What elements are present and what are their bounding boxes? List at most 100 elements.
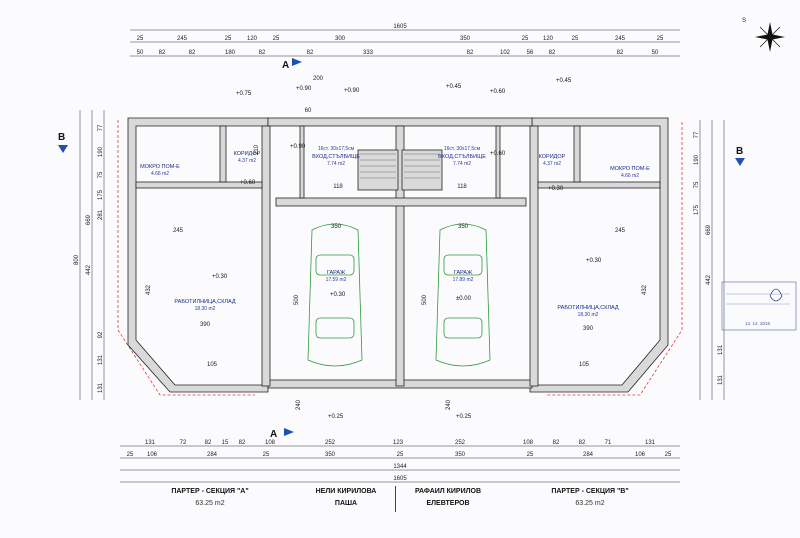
top-total-dim: 1605	[393, 24, 407, 30]
approval-stamp: 13. 12. 2016	[721, 281, 797, 331]
top-dim: 245	[615, 36, 626, 42]
bottom-dim: 108	[523, 440, 534, 446]
bottom-dim: 252	[325, 440, 336, 446]
level-mark: +0.60	[490, 89, 506, 95]
room-workshop-right: РАБОТИЛНИЦА,СКЛАД	[557, 305, 619, 311]
bottom-dim: 106	[635, 452, 646, 458]
interior-dim: 390	[583, 326, 594, 332]
caption-block: ПАРТЕР - СЕКЦИЯ "А" 63.25 m2 НЕЛИ КИРИЛО…	[0, 486, 800, 530]
interior-dim: 200	[313, 76, 324, 82]
right-dim: 175	[694, 204, 700, 215]
car-left-icon	[307, 223, 363, 367]
section-a-top-label: A	[282, 60, 289, 71]
interior-dim: 118	[333, 184, 343, 190]
room-entrance-left-area: 7.74 m2	[327, 161, 345, 167]
section-arrow-icon	[292, 58, 302, 66]
level-mark: +0.45	[446, 84, 462, 90]
top-dim: 50	[652, 50, 659, 56]
room-corridor-left: КОРИДОР	[234, 151, 261, 157]
car-right-icon	[435, 223, 491, 367]
right-dim: 131	[718, 344, 724, 355]
bottom-dim: 72	[180, 440, 187, 446]
top-dim: 333	[363, 50, 374, 56]
top-dim: 300	[335, 36, 346, 42]
top-dim: 50	[137, 50, 144, 56]
level-mark: +0.90	[290, 144, 306, 150]
room-garage-right: ГАРАЖ	[454, 270, 472, 276]
bottom-dim: 25	[527, 452, 534, 458]
bottom-dim: 106	[147, 452, 158, 458]
bottom-dim: 252	[455, 440, 466, 446]
bottom-dim: 82	[579, 440, 586, 446]
interior-dim: 500	[422, 294, 428, 305]
bottom-dim: 350	[455, 452, 466, 458]
left-total-dim: 800	[74, 254, 80, 265]
owner-1-name: НЕЛИ КИРИЛОВА	[315, 488, 377, 495]
right-dimension-chains: 77 190 75 175 669 442 131 131	[694, 120, 725, 400]
left-dim: 442	[86, 264, 92, 275]
right-dim: 77	[694, 131, 700, 138]
interior-dim: 210	[254, 144, 260, 155]
owner-2-name: РАФАИЛ КИРИЛОВ	[414, 488, 482, 495]
left-dim: 131	[98, 354, 104, 365]
interior-dim: 432	[642, 284, 648, 295]
level-mark: +0.30	[548, 186, 564, 192]
bottom-dim: 284	[583, 452, 594, 458]
bottom-dim: 15	[222, 440, 229, 446]
bottom-dim: 284	[207, 452, 218, 458]
section-b-left-label: B	[58, 132, 65, 143]
left-dim: 175	[98, 189, 104, 200]
interior-dim: 500	[294, 294, 300, 305]
owner-1-surname: ПАША	[334, 500, 358, 507]
top-dimension-chains: 1605 25 245 25 120 25 300 350 25 120 25 …	[130, 24, 680, 57]
interior-dim: 105	[207, 362, 218, 368]
left-dimension-chains: 800 669 442 77 190 75 175 281 92 131 131	[74, 110, 105, 400]
level-marks: +0.75 +0.90 +0.90 +0.45 +0.60 +0.45 +0.9…	[212, 78, 602, 420]
top-dim: 82	[467, 50, 474, 56]
top-dim: 25	[522, 36, 529, 42]
interior-dim: 432	[146, 284, 152, 295]
section-b-right-label: B	[736, 146, 743, 157]
bottom-dim: 82	[205, 440, 212, 446]
level-mark: +0.90	[344, 88, 360, 94]
stairs	[360, 153, 440, 179]
owner-2-surname: ЕЛЕВТЕРОВ	[426, 500, 470, 507]
bottom-dim: 350	[325, 452, 336, 458]
bottom-dimension-chains: 131 72 82 15 82 108 252 123 252 108 82 8…	[120, 440, 680, 483]
room-garage-right-area: 17.89 m2	[453, 277, 474, 283]
interior-dim: 118	[457, 184, 467, 190]
bottom-dim: 82	[553, 440, 560, 446]
level-mark: +0.75	[236, 91, 252, 97]
top-dim: 25	[657, 36, 664, 42]
room-garage-left-area: 17.59 m2	[326, 277, 347, 283]
interior-dim: 60	[305, 108, 312, 114]
building-walls	[127, 117, 669, 393]
interior-dim: 240	[446, 399, 452, 410]
top-dim: 25	[137, 36, 144, 42]
top-dim: 120	[543, 36, 554, 42]
top-dim: 180	[225, 50, 236, 56]
level-mark: +0.30	[330, 292, 346, 298]
section-arrow-icon	[58, 145, 68, 153]
top-dim: 82	[307, 50, 314, 56]
section-arrow-icon	[735, 158, 745, 166]
room-garage-left: ГАРАЖ	[327, 270, 345, 276]
top-dim: 25	[572, 36, 579, 42]
room-workshop-right-area: 18.30 m2	[578, 312, 599, 318]
top-dim: 56	[527, 50, 534, 56]
left-dim: 281	[98, 209, 104, 220]
top-dim: 82	[549, 50, 556, 56]
caption-left-title: ПАРТЕР - СЕКЦИЯ "А"	[171, 488, 249, 495]
caption-right-area: 63.25 m2	[575, 500, 605, 507]
top-dim: 25	[225, 36, 232, 42]
caption-left-area: 63.25 m2	[195, 500, 225, 507]
bottom-dim: 71	[605, 440, 612, 446]
bottom-dim: 108	[265, 440, 276, 446]
level-mark: +0.30	[212, 274, 228, 280]
caption-right-title: ПАРТЕР - СЕКЦИЯ "В"	[551, 488, 629, 495]
level-mark: +0.45	[556, 78, 572, 84]
plot-boundary	[117, 120, 683, 396]
top-dim: 82	[189, 50, 196, 56]
bottom-dim: 131	[145, 440, 156, 446]
